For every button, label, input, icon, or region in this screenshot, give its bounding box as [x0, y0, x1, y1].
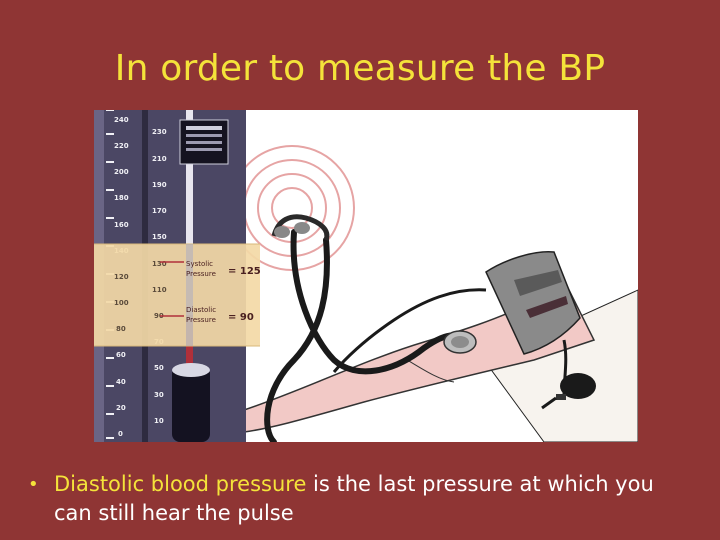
scale-left-0: 0 — [118, 430, 123, 438]
bullet-marker: • — [28, 474, 39, 495]
svg-text:130: 130 — [152, 260, 167, 268]
scale-left-220: 220 — [114, 142, 129, 150]
stethoscope-tube-1 — [290, 229, 465, 375]
systolic-value: = 125 — [228, 266, 261, 277]
scale-right-150: 150 — [152, 233, 167, 241]
diastolic-label-1: Diastolic — [186, 306, 216, 314]
table-surface — [483, 289, 638, 442]
scale-right-190: 190 — [152, 181, 167, 189]
reading-band — [94, 244, 260, 346]
bp-cuff — [485, 251, 581, 355]
blood-pressure-illustration: 240 220 200 180 160 140 120 100 80 60 40… — [94, 110, 638, 442]
svg-text:110: 110 — [152, 286, 167, 294]
svg-text:80: 80 — [116, 325, 126, 333]
scale-left-60: 60 — [116, 351, 126, 359]
scale-right-230: 230 — [152, 128, 167, 136]
scale-left-20: 20 — [116, 404, 126, 412]
gauge-reservoir — [172, 366, 210, 442]
systolic-label-1: Systolic — [186, 260, 213, 268]
scale-left-40: 40 — [116, 378, 126, 386]
scale-right-10: 10 — [154, 417, 164, 425]
scale-right-210: 210 — [152, 155, 167, 163]
svg-text:90: 90 — [154, 312, 164, 320]
inflation-bulb — [541, 373, 596, 410]
scale-left-180: 180 — [114, 194, 129, 202]
bullet-point: • Diastolic blood pressure is the last p… — [28, 470, 698, 528]
scale-left-240: 240 — [114, 116, 129, 124]
bullet-highlight: Diastolic blood pressure — [54, 472, 307, 496]
diastolic-value: = 90 — [228, 312, 254, 323]
scale-left-200: 200 — [114, 168, 129, 176]
gauge-tube — [332, 288, 487, 373]
bullet-rest: is the last pressure at which you can st… — [54, 472, 654, 525]
scale-right-50: 50 — [154, 364, 164, 372]
scale-right-170: 170 — [152, 207, 167, 215]
bullet-text: Diastolic blood pressure is the last pre… — [54, 470, 698, 528]
scale-right-30: 30 — [154, 391, 164, 399]
systolic-label-2: Pressure — [186, 270, 216, 278]
svg-text:100: 100 — [114, 299, 129, 307]
diastolic-label-2: Pressure — [186, 316, 216, 324]
stethoscope-earpiece — [271, 214, 330, 241]
scale-left-160: 160 — [114, 221, 129, 229]
svg-text:120: 120 — [114, 273, 129, 281]
slide-title: In order to measure the BP — [114, 48, 606, 89]
stethoscope-tube-2 — [264, 237, 330, 442]
